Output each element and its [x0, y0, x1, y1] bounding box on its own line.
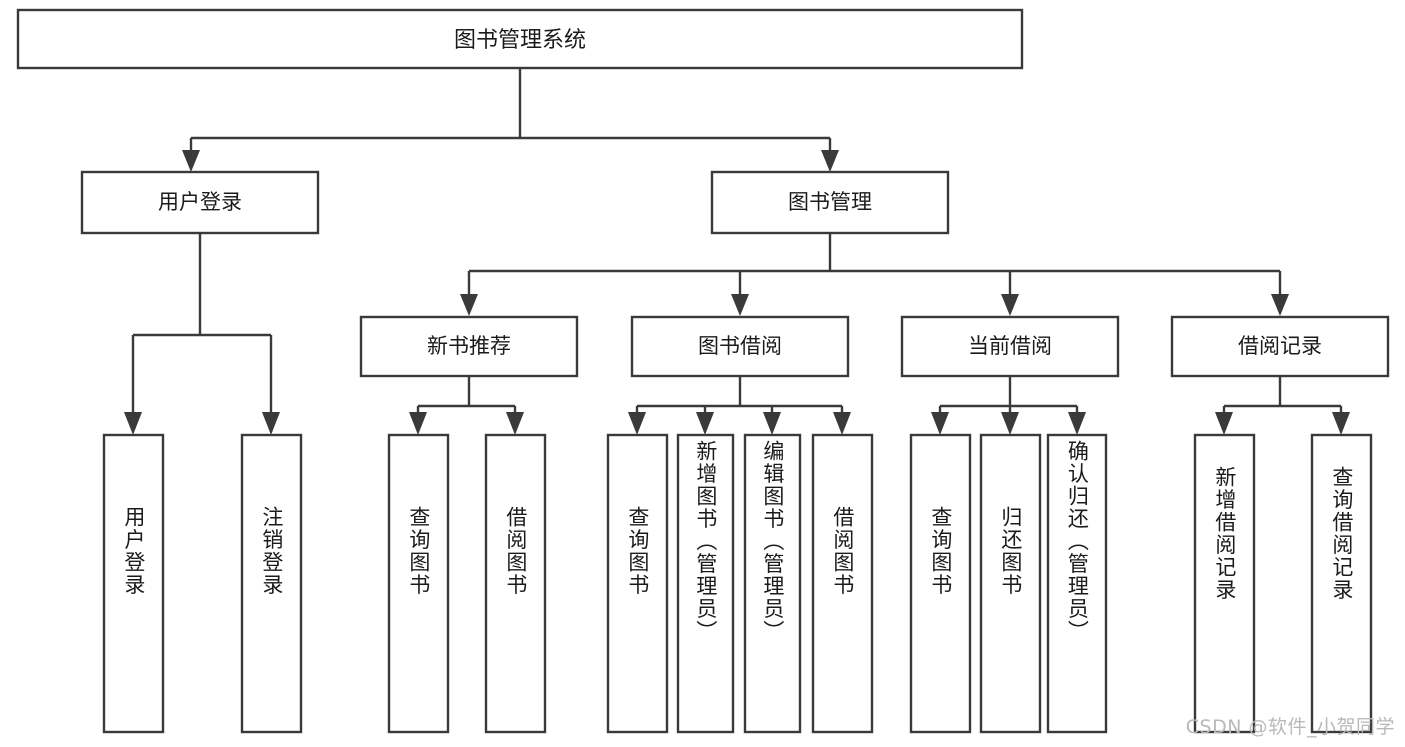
arrowhead-root-to-book	[821, 150, 839, 172]
arrowhead-record-to-leaf-2	[1332, 412, 1350, 435]
arrowhead-root-to-user	[182, 150, 200, 172]
node-user-login-box[interactable]	[80, 170, 320, 235]
node-new-book-recommend[interactable]: 新书推荐	[359, 315, 579, 378]
node-root-box[interactable]	[16, 8, 1024, 70]
arrowhead-borrow-to-leaf-1	[628, 412, 646, 435]
node-new-book-recommend-box[interactable]	[359, 315, 579, 378]
edge-group-root	[182, 68, 839, 172]
node-borrow-record-label: 借阅记录	[1238, 334, 1322, 358]
arrowhead-newbook-to-leaf-2	[506, 412, 524, 435]
arrowhead-current-to-leaf-3	[1068, 412, 1086, 435]
node-book-borrow-box[interactable]	[630, 315, 850, 378]
edge-group-user-login	[124, 233, 280, 435]
leaf-box-query-book-borrow[interactable]	[606, 433, 669, 734]
leaf-box-logout[interactable]	[240, 433, 303, 734]
leaf-boxes	[102, 433, 1373, 734]
leaf-box-user-login[interactable]	[102, 433, 165, 734]
leaf-box-query-book-newbook[interactable]	[387, 433, 450, 734]
node-book-manage[interactable]: 图书管理	[710, 170, 950, 235]
edge-group-book-borrow	[628, 376, 851, 435]
node-current-borrow-label: 当前借阅	[968, 334, 1052, 358]
arrowhead-book-to-n2	[731, 294, 749, 316]
edge-group-new-book	[409, 376, 524, 435]
arrowhead-newbook-to-leaf-1	[409, 412, 427, 435]
node-current-borrow-box[interactable]	[900, 315, 1120, 378]
node-root[interactable]: 图书管理系统	[16, 8, 1024, 70]
leaf-box-query-book-current[interactable]	[909, 433, 972, 734]
leaf-box-confirm-return-admin[interactable]	[1046, 433, 1108, 734]
arrowhead-book-to-n3	[1001, 294, 1019, 316]
arrowhead-borrow-to-leaf-3	[763, 412, 781, 435]
arrowhead-user-to-leaf-2	[262, 412, 280, 435]
node-book-manage-box[interactable]	[710, 170, 950, 235]
arrowhead-book-to-n1	[460, 294, 478, 316]
node-book-manage-label: 图书管理	[788, 190, 872, 214]
leaf-box-return-book[interactable]	[979, 433, 1042, 734]
arrowhead-current-to-leaf-2	[1001, 412, 1019, 435]
node-borrow-record[interactable]: 借阅记录	[1170, 315, 1390, 378]
node-book-borrow[interactable]: 图书借阅	[630, 315, 850, 378]
arrowhead-borrow-to-leaf-2	[696, 412, 714, 435]
leaf-box-add-book-admin[interactable]	[676, 433, 735, 734]
arrowhead-book-to-n4	[1271, 294, 1289, 316]
arrowhead-record-to-leaf-1	[1215, 412, 1233, 435]
leaf-box-query-borrow-record[interactable]	[1310, 433, 1373, 734]
leaf-box-borrow-book-borrow[interactable]	[811, 433, 874, 734]
arrowhead-current-to-leaf-1	[931, 412, 949, 435]
node-root-label: 图书管理系统	[454, 28, 586, 53]
edge-group-book-manage	[460, 233, 1289, 316]
edge-group-current-borrow	[931, 376, 1086, 435]
arrowhead-user-to-leaf-1	[124, 412, 142, 435]
node-current-borrow[interactable]: 当前借阅	[900, 315, 1120, 378]
node-user-login[interactable]: 用户登录	[80, 170, 320, 235]
edge-group-borrow-record	[1215, 376, 1350, 435]
leaf-box-borrow-book-newbook[interactable]	[484, 433, 547, 734]
arrowhead-borrow-to-leaf-4	[833, 412, 851, 435]
leaf-box-add-borrow-record[interactable]	[1193, 433, 1256, 734]
node-borrow-record-box[interactable]	[1170, 315, 1390, 378]
node-user-login-label: 用户登录	[158, 190, 242, 214]
leaf-box-edit-book-admin[interactable]	[743, 433, 802, 734]
node-book-borrow-label: 图书借阅	[698, 334, 782, 358]
node-new-book-recommend-label: 新书推荐	[427, 334, 511, 358]
